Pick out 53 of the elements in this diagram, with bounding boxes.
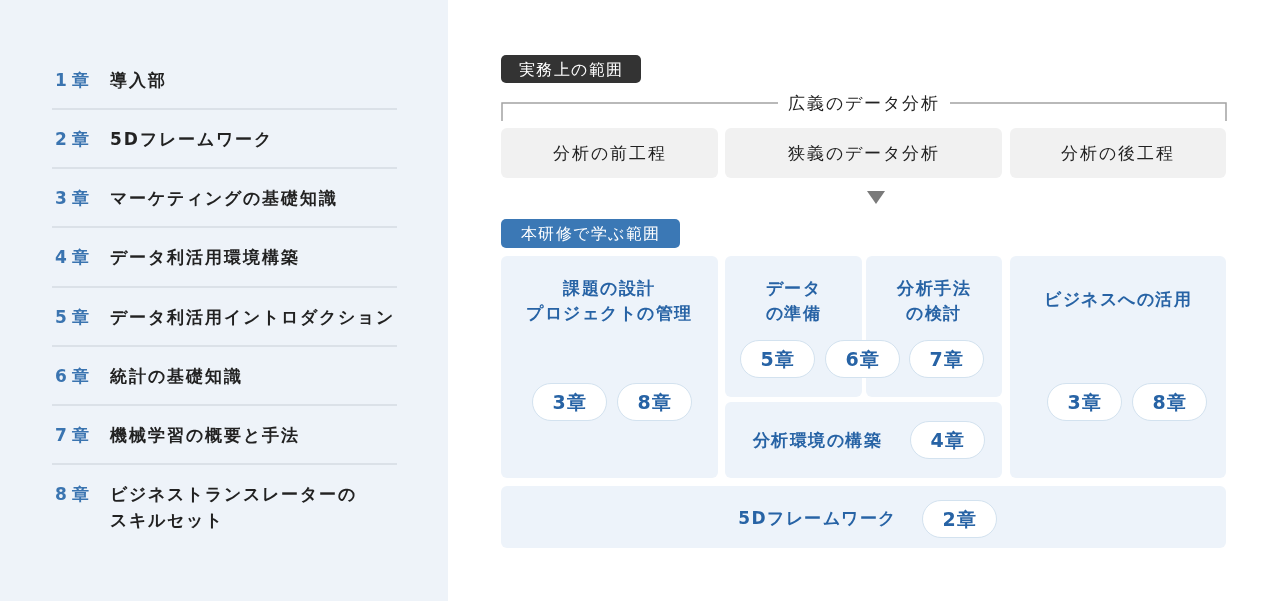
chapter-number: 2章 <box>55 128 94 151</box>
chapter-ref: 4章 <box>930 427 965 453</box>
chapter-number: 4章 <box>55 246 94 269</box>
chapter-title: マーケティングの基礎知識 <box>110 187 338 210</box>
chapter-ref: 7章 <box>929 346 964 372</box>
bracket-label: 広義のデータ分析 <box>788 92 940 115</box>
chapter-pill <box>910 421 985 459</box>
topic-panel <box>725 256 862 397</box>
chapter-pill <box>1047 383 1122 421</box>
chapter-title: 統計の基礎知識 <box>110 365 243 388</box>
scope-label: 本研修で学ぶ範囲 <box>520 223 661 245</box>
chapter-ref: 5章 <box>760 346 795 372</box>
chapter-title: データ利活用イントロダクション <box>110 306 395 329</box>
chapter-pill <box>617 383 692 421</box>
chapter-number: 1章 <box>55 69 94 92</box>
topic-panel <box>725 402 1002 478</box>
chapter-ref: 8章 <box>1152 389 1187 415</box>
topic-title: ビジネスへの活用 <box>1044 288 1192 311</box>
process-label: 分析の後工程 <box>1061 141 1175 165</box>
topic-panel <box>1010 256 1226 478</box>
topic-title: プロジェクトの管理 <box>526 302 693 325</box>
topic-title: 分析環境の構築 <box>752 429 883 452</box>
chapter-pill <box>922 500 997 538</box>
chapter-title: 導入部 <box>110 69 167 92</box>
chapter-pill <box>532 383 607 421</box>
process-label: 狭義のデータ分析 <box>787 141 940 165</box>
chapter-pill <box>740 340 815 378</box>
chapter-title: 5Dフレームワーク <box>110 128 273 151</box>
chapter-title: データ利活用環境構築 <box>110 246 300 269</box>
topic-title: データの準備 <box>764 277 823 325</box>
chapter-number: 8章 <box>55 483 94 506</box>
chapter-ref: 6章 <box>845 346 880 372</box>
chapter-title: 機械学習の概要と手法 <box>110 424 300 447</box>
chapter-number: 5章 <box>55 306 94 329</box>
chapter-ref: 8章 <box>637 389 672 415</box>
chapter-ref: 3章 <box>552 389 587 415</box>
topic-panel <box>501 486 1226 548</box>
chapter-pill <box>1132 383 1207 421</box>
chapter-title: ビジネストランスレーターのスキルセット <box>110 483 358 532</box>
topic-panel <box>501 256 718 478</box>
topic-title: 課題の設計 <box>563 277 656 300</box>
chapter-number: 7章 <box>55 424 94 447</box>
process-label: 分析の前工程 <box>552 141 667 165</box>
scope-tag <box>501 219 680 248</box>
scope-tag <box>501 55 641 83</box>
chapter-ref: 2章 <box>942 506 977 532</box>
topic-title: 5Dフレームワーク <box>738 507 897 530</box>
chapter-number: 3章 <box>55 187 94 210</box>
chapter-pill <box>909 340 984 378</box>
chapter-ref: 3章 <box>1067 389 1102 415</box>
chapter-number: 6章 <box>55 365 94 388</box>
scope-label: 実務上の範囲 <box>518 58 624 81</box>
topic-title: 分析手法の検討 <box>896 277 972 325</box>
